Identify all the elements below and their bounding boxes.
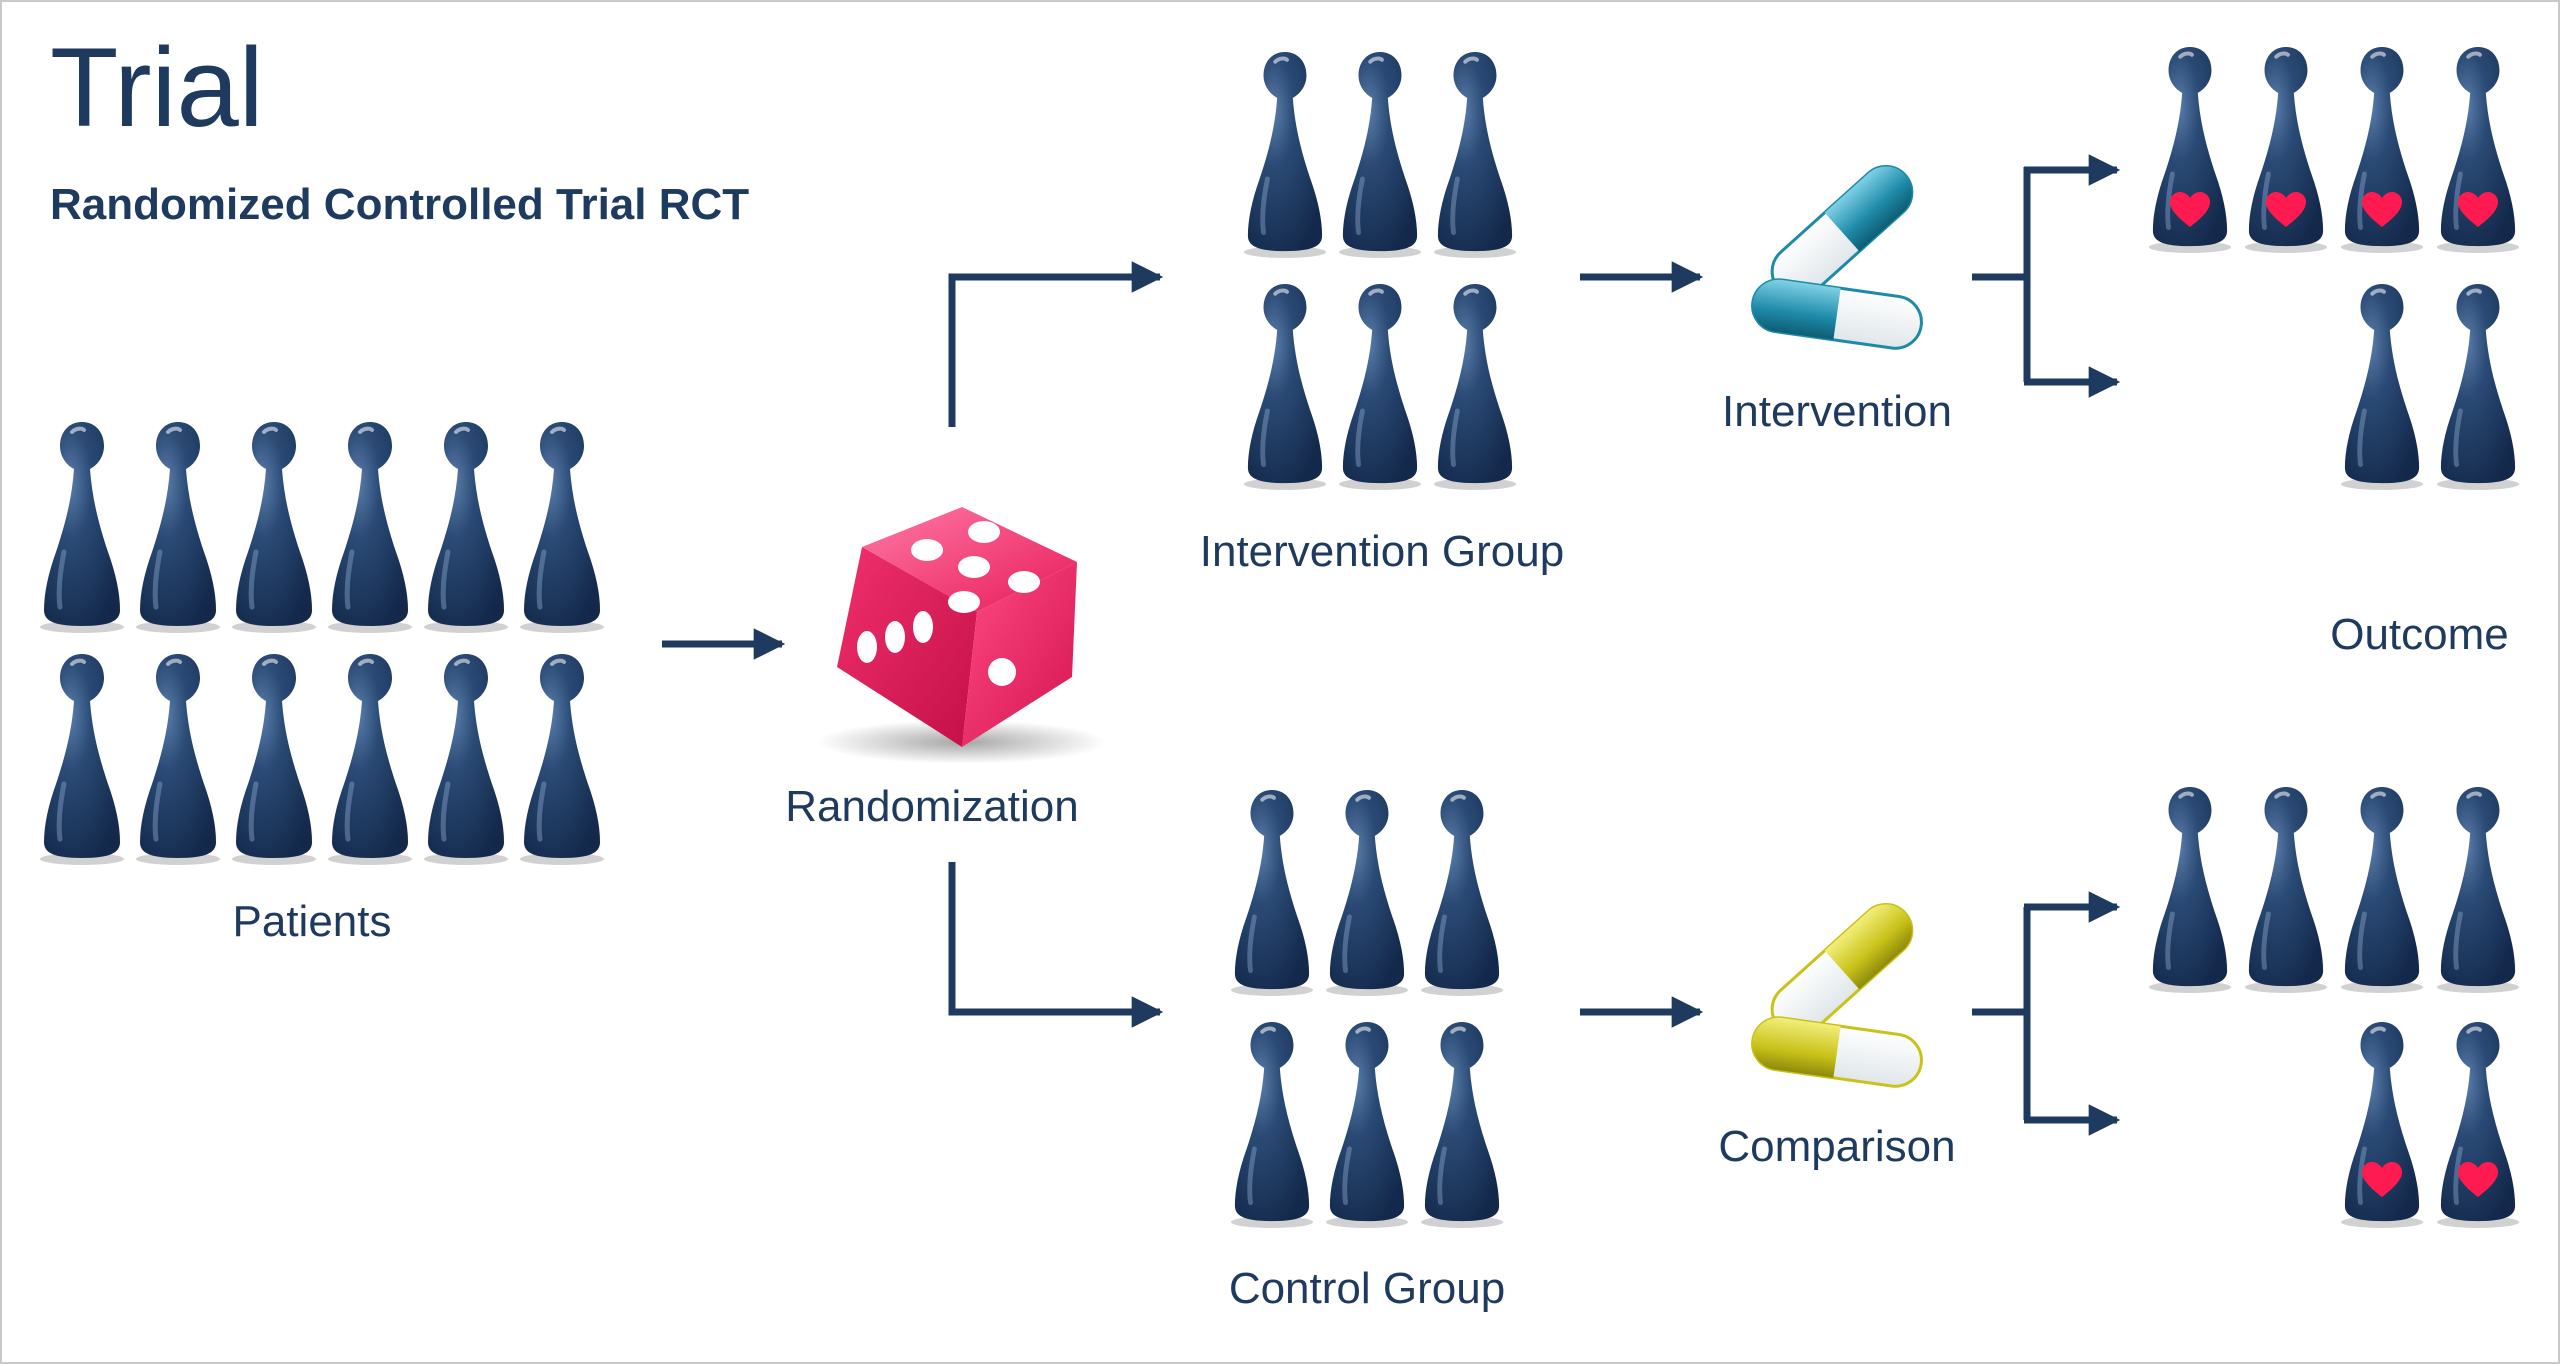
capsule-icon [1751,165,1923,350]
pawn-icon [424,654,508,865]
pawn-icon [1231,790,1313,996]
pawn-icon [2341,284,2423,490]
arrow-to-intervention-group [948,261,1164,427]
dice-icon [817,507,1107,764]
pawn-icon [232,422,316,633]
pawn-icon [136,422,220,633]
pawn-icon [1231,1022,1313,1228]
pawn-icon [2341,1022,2423,1228]
capsule-icon [1751,903,1923,1088]
pawn-icon [1339,52,1421,258]
pawn-icon [1244,284,1326,490]
pawn-icon [1244,52,1326,258]
pawn-icon [1434,284,1516,490]
outcome-label: Outcome [2330,610,2509,659]
outcome-comparison-unchanged [2149,787,2519,993]
pawn-icon [1421,790,1503,996]
patients-pawns [40,422,604,865]
patients-label: Patients [232,897,392,946]
outcome-arrows-comparison [1972,891,2121,1136]
page-subtitle: Randomized Controlled Trial RCT [50,180,750,229]
pawn-icon [2437,1022,2519,1228]
pawn-icon [1434,52,1516,258]
pawn-icon [40,654,124,865]
pawn-icon [1326,1022,1408,1228]
pawn-icon [136,654,220,865]
pawn-icon [424,422,508,633]
pawn-icon [520,654,604,865]
pawn-icon [40,422,124,633]
pawn-icon [328,422,412,633]
outcome-intervention-unchanged [2341,284,2519,490]
pawn-icon [1339,284,1421,490]
outcome-comparison-improved [2341,1022,2519,1228]
pawn-icon [232,654,316,865]
outcome-arrows-intervention [1972,154,2121,398]
pawn-icon [520,422,604,633]
intervention-group-pawns [1244,52,1516,490]
intervention-label: Intervention [1722,387,1952,436]
intervention-group-label: Intervention Group [1199,527,1565,576]
control-group-label: Control Group [1228,1264,1506,1313]
page-title: Trial [50,25,264,150]
pawn-icon [2437,787,2519,993]
arrow-to-control-group [948,862,1164,1028]
pawn-icon [2437,284,2519,490]
comparison-label: Comparison [1718,1122,1956,1171]
outcome-intervention-improved [2149,47,2519,253]
pawn-icon [2341,787,2423,993]
randomization-label: Randomization [785,782,1079,831]
pawn-icon [1326,790,1408,996]
pawn-icon [2149,787,2231,993]
pawn-icon [1421,1022,1503,1228]
pawn-icon [2245,787,2327,993]
control-group-pawns [1231,790,1503,1228]
pawn-icon [328,654,412,865]
